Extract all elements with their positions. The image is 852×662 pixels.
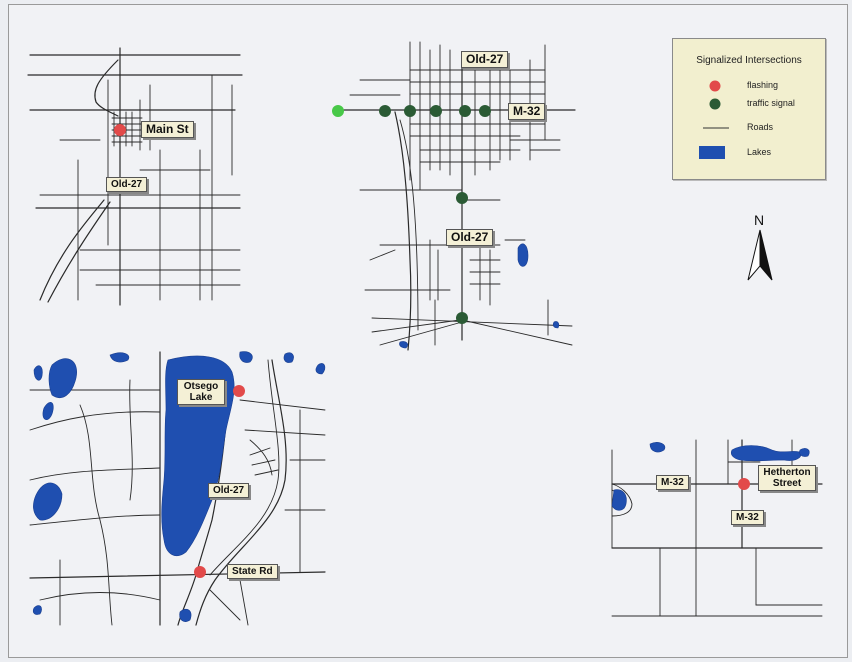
legend-item-flashing: flashing <box>673 77 825 95</box>
label-hetherton-street: Hetherton Street <box>758 465 816 491</box>
traffic-signal <box>430 105 442 117</box>
panel-bottom-left-lakes <box>32 351 326 622</box>
panel-bottom-right-lakes <box>611 442 810 511</box>
legend-label: flashing <box>747 80 779 90</box>
legend-label: Roads <box>747 122 774 132</box>
legend-item-traffic-signal: traffic signal <box>673 95 825 113</box>
panel-bottom-right-roads <box>611 439 823 617</box>
panel-top-center-lakes <box>399 243 560 349</box>
flashing-signal <box>114 124 126 136</box>
red-dot-icon <box>709 80 721 92</box>
traffic-signal-light <box>332 105 344 117</box>
label-m-32: M-32 <box>656 475 689 490</box>
label-m-32: M-32 <box>731 510 764 525</box>
lake-swatch-icon <box>699 146 725 159</box>
label-otsego-lake: Otsego Lake <box>177 379 225 405</box>
flashing-signal <box>194 566 206 578</box>
traffic-signal <box>479 105 491 117</box>
traffic-signal <box>404 105 416 117</box>
legend-title: Signalized Intersections <box>696 55 802 66</box>
label-old-27: Old-27 <box>106 177 148 192</box>
legend-label: Lakes <box>747 147 772 157</box>
green-dot-icon <box>709 98 721 110</box>
road-line-icon <box>703 127 729 129</box>
flashing-signal <box>738 478 750 490</box>
label-state-rd: State Rd <box>227 564 278 579</box>
traffic-signal <box>379 105 391 117</box>
label-m-32: M-32 <box>508 103 546 121</box>
traffic-signal <box>456 312 468 324</box>
legend-item-lakes: Lakes <box>673 144 825 162</box>
panel-top-left-roads <box>27 47 243 306</box>
north-arrow: N <box>744 212 780 282</box>
label-main-st: Main St <box>141 121 194 139</box>
north-arrow-icon <box>747 229 773 281</box>
flashing-signal <box>233 385 245 397</box>
north-label: N <box>754 212 765 228</box>
traffic-signal <box>459 105 471 117</box>
label-old-27: Old-27 <box>208 483 250 498</box>
label-old-27: Old-27 <box>461 51 509 69</box>
signals <box>114 105 750 578</box>
traffic-signal <box>456 192 468 204</box>
legend: Signalized Intersections flashing traffi… <box>672 38 826 180</box>
label-old-27: Old-27 <box>446 229 494 247</box>
legend-item-roads: Roads <box>673 119 825 137</box>
legend-label: traffic signal <box>747 98 795 108</box>
